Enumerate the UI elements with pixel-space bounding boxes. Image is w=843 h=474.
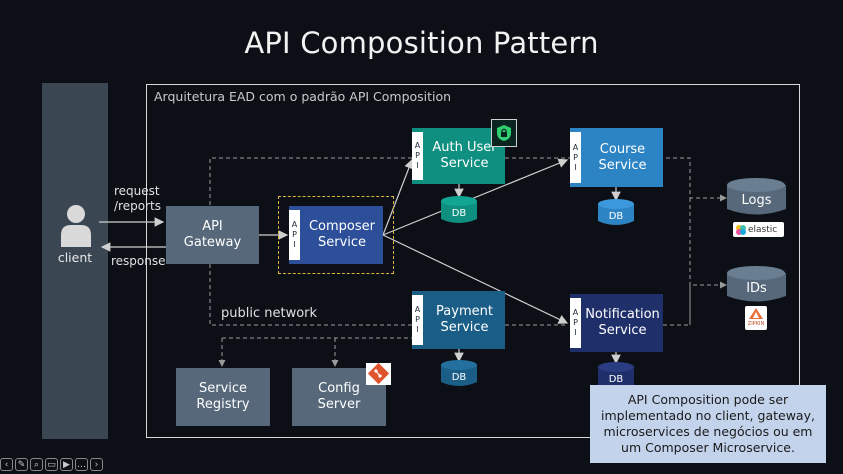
course-line2: Service xyxy=(598,157,647,173)
composer-highlight-border xyxy=(278,196,394,274)
more-icon[interactable]: … xyxy=(75,458,88,471)
frame-label: Arquitetura EAD com o padrão API Composi… xyxy=(154,89,452,104)
notification-line2: Service xyxy=(598,323,647,338)
note-callout: API Composition pode ser implementado no… xyxy=(590,385,826,463)
composer-line2: Service xyxy=(317,235,367,250)
notification-line1: Notification xyxy=(585,307,660,322)
payment-line1: Payment xyxy=(436,304,493,319)
notification-db-cylinder xyxy=(598,362,634,389)
reports-label: /reports xyxy=(114,199,161,213)
registry-line1: Service xyxy=(198,381,248,396)
composer-line1: Composer xyxy=(308,219,375,234)
captions-icon[interactable]: ▭ xyxy=(45,458,58,471)
elastic-text: elastic xyxy=(748,224,778,235)
auth-db-cylinder xyxy=(441,196,477,223)
elastic-icon xyxy=(736,225,746,235)
course-db-label: DB xyxy=(608,211,624,222)
video-icon[interactable]: ▶ xyxy=(60,458,73,471)
elastic-logo: elastic xyxy=(733,222,784,237)
zipkin-text: ZIPKIN xyxy=(747,321,765,327)
client-user-icon xyxy=(61,205,91,247)
client-panel xyxy=(42,83,108,439)
architecture-frame xyxy=(146,84,800,438)
auth-line2: Service xyxy=(440,156,489,171)
zipkin-logo: ZIPKIN xyxy=(745,306,767,330)
course-line1: Course xyxy=(599,141,646,157)
player-toolbar: ‹ ✎ ⌕ ▭ ▶ … › xyxy=(0,458,103,474)
auth-line1: Auth User xyxy=(432,140,497,155)
payment-db-label: DB xyxy=(451,372,467,383)
auth-db-label: DB xyxy=(451,208,467,219)
config-line1: Config xyxy=(318,381,360,396)
notification-db-label: DB xyxy=(608,374,624,385)
git-icon xyxy=(366,363,391,385)
composer-course-arrow xyxy=(382,158,569,236)
course-db-cylinder xyxy=(598,199,634,225)
zipkin-icon xyxy=(749,308,763,319)
zoom-icon[interactable]: ⌕ xyxy=(30,458,43,471)
public-network-label: public network xyxy=(221,306,318,321)
composer-notification-arrow xyxy=(382,234,569,324)
response-label: response xyxy=(111,254,166,268)
ids-label: IDs xyxy=(746,281,767,296)
security-badge xyxy=(491,119,517,147)
note-text: API Composition pode ser implementado no… xyxy=(601,392,815,455)
page-title: API Composition Pattern xyxy=(244,26,599,60)
logs-label: Logs xyxy=(741,193,772,208)
shield-lock-icon xyxy=(497,125,511,141)
client-label: client xyxy=(57,250,93,265)
config-line2: Server xyxy=(317,397,361,412)
logs-store-cylinder xyxy=(727,178,786,215)
ids-store-cylinder xyxy=(727,266,786,302)
prev-icon[interactable]: ‹ xyxy=(0,458,13,471)
registry-line2: Registry xyxy=(196,397,250,412)
composer-auth-arrow xyxy=(382,158,414,236)
payment-line2: Service xyxy=(440,320,489,335)
next-icon[interactable]: › xyxy=(90,458,103,471)
request-label: request xyxy=(114,184,160,198)
pen-icon[interactable]: ✎ xyxy=(15,458,28,471)
api-gateway-line2: Gateway xyxy=(183,235,242,250)
api-gateway-line1: API xyxy=(202,219,223,234)
payment-db-cylinder xyxy=(441,360,477,386)
